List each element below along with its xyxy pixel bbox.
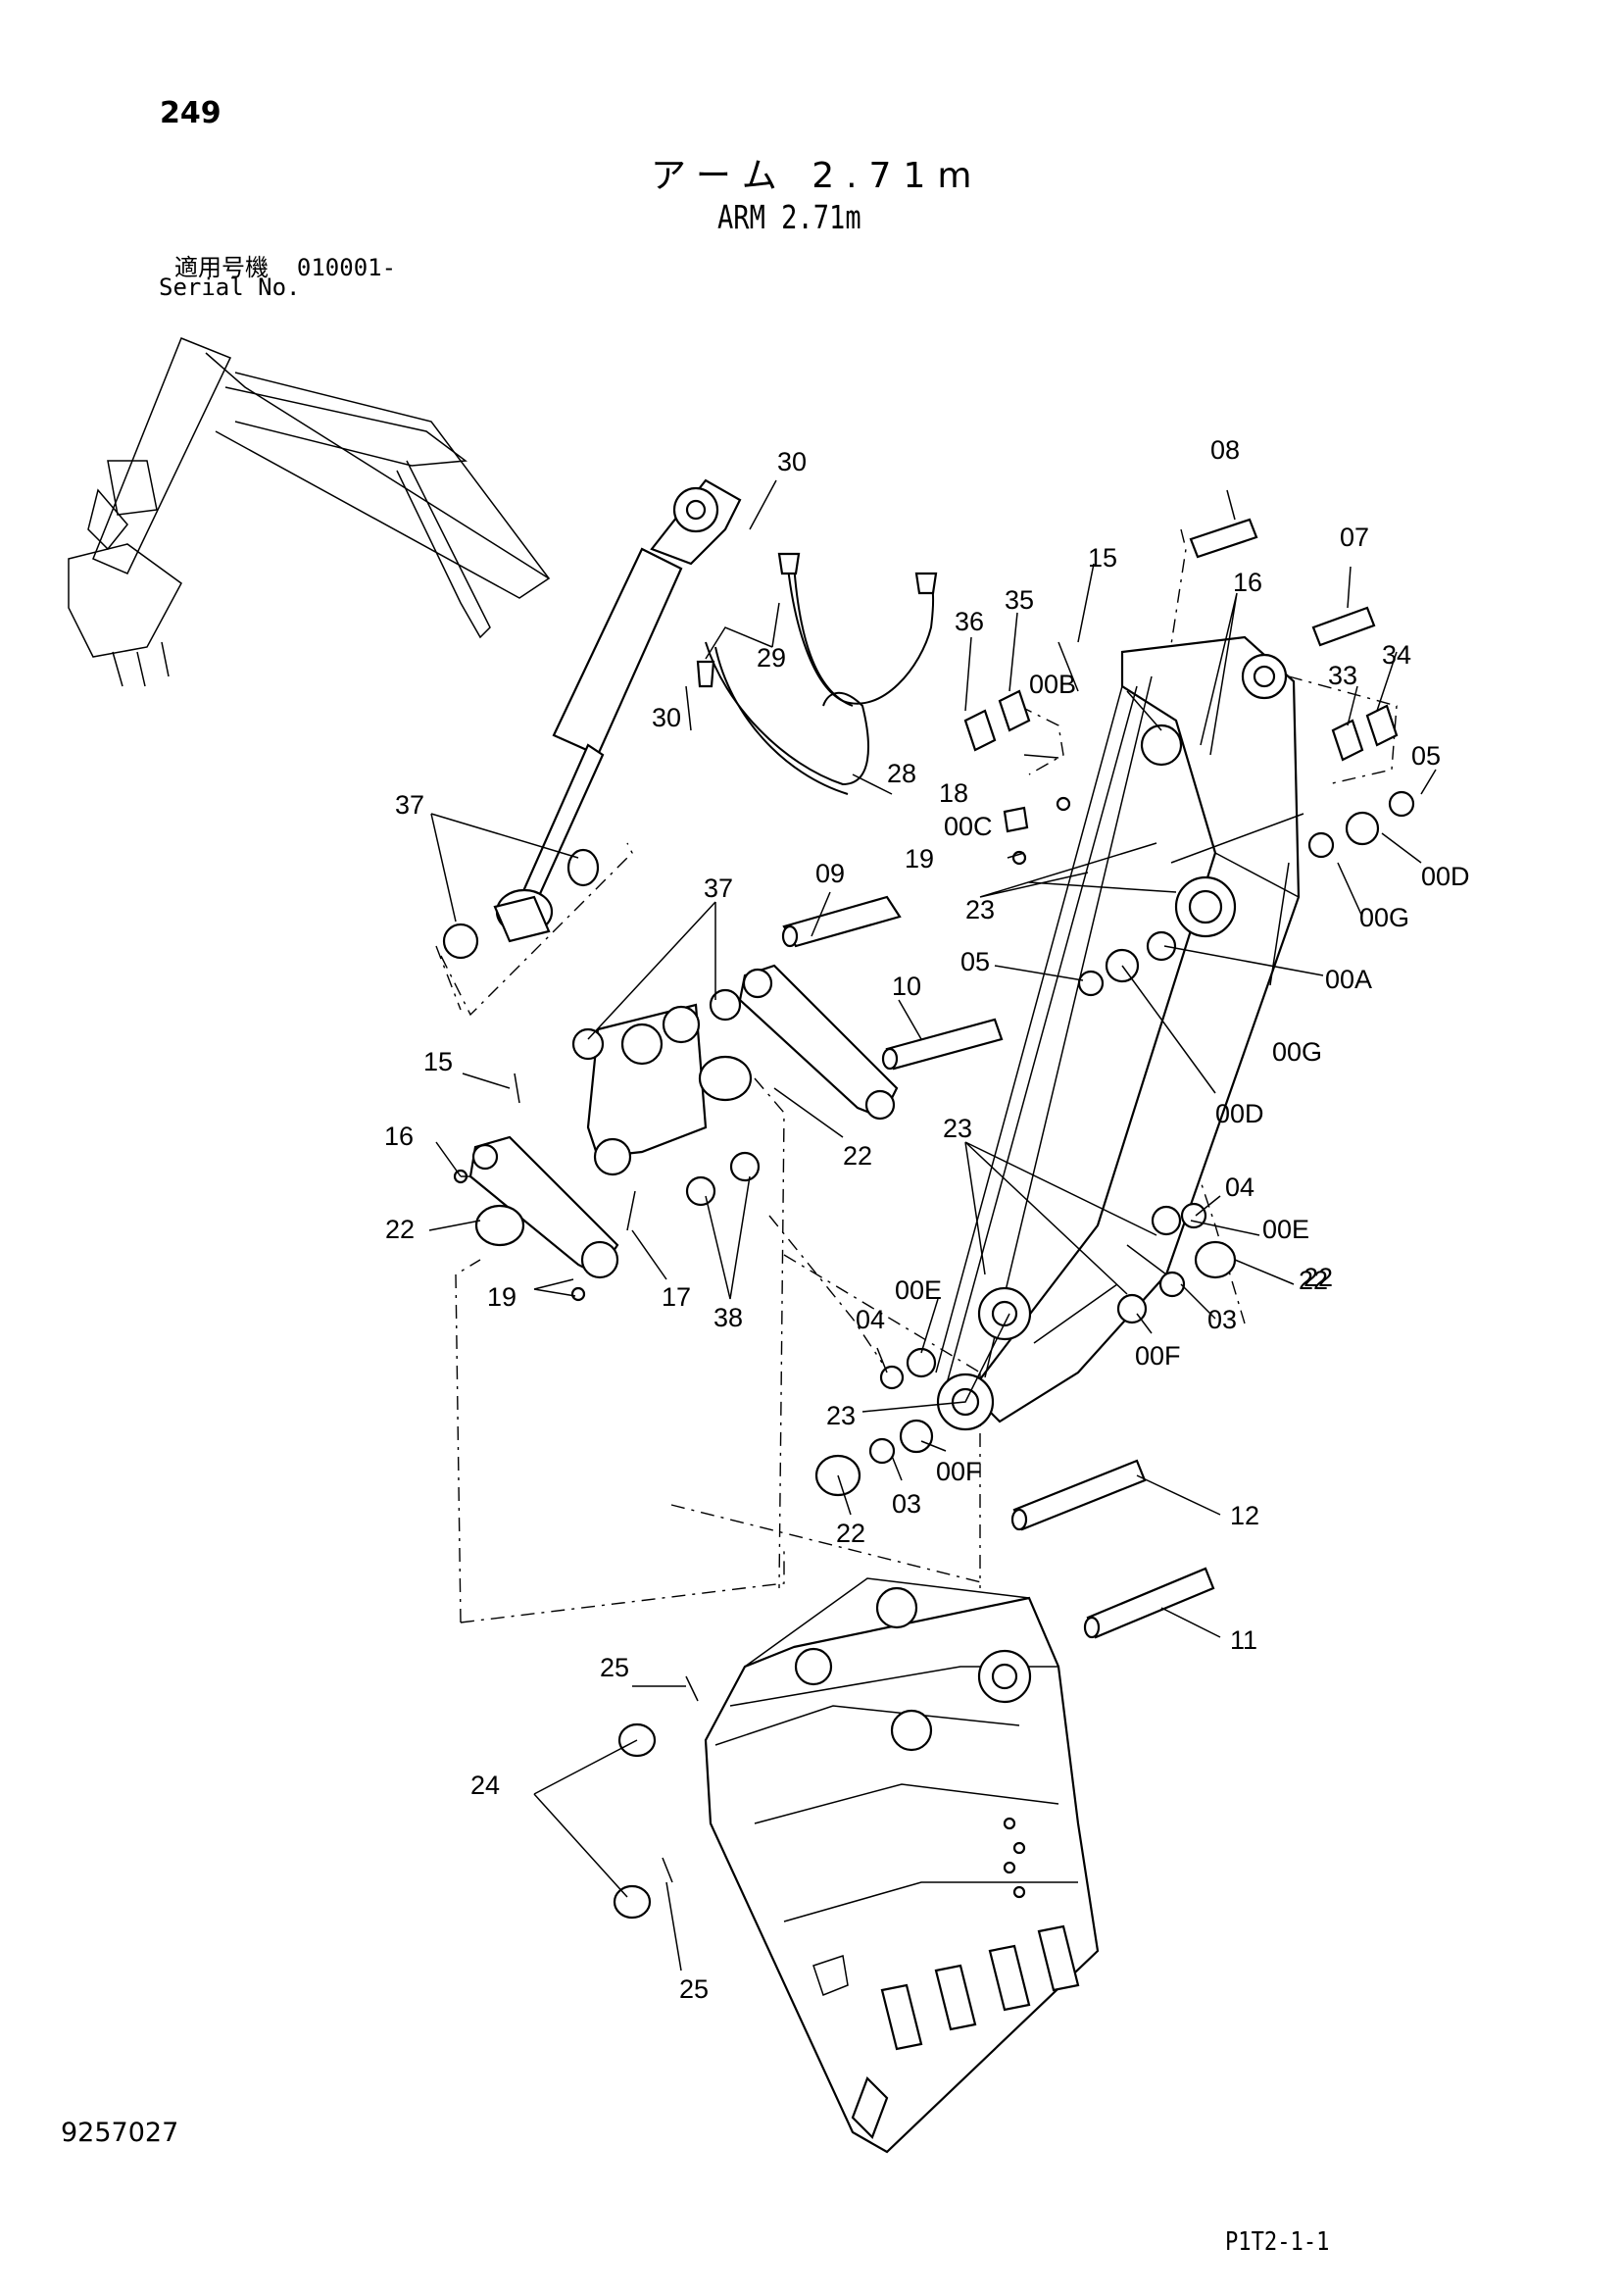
callout-24: 24 bbox=[470, 1771, 500, 1800]
callout-00F-left: 00F bbox=[936, 1457, 982, 1486]
callout-00B: 00B bbox=[1029, 670, 1076, 699]
callout-17: 17 bbox=[662, 1282, 691, 1312]
callout-34: 34 bbox=[1382, 640, 1411, 670]
hydraulic-hoses bbox=[696, 552, 938, 795]
serial-label-japanese: 適用号機 bbox=[174, 254, 269, 281]
callout-10: 10 bbox=[892, 972, 921, 1001]
callout-23-middle: 23 bbox=[943, 1114, 972, 1143]
callout-18: 18 bbox=[939, 778, 968, 808]
callout-23-top: 23 bbox=[965, 895, 995, 924]
callout-38: 38 bbox=[713, 1303, 743, 1332]
callout-28: 28 bbox=[887, 759, 916, 788]
callout-16-left: 16 bbox=[384, 1122, 414, 1151]
callout-30-top: 30 bbox=[777, 447, 807, 476]
callout-03-left: 03 bbox=[892, 1489, 921, 1519]
leader-lines bbox=[428, 479, 1437, 1972]
callout-35: 35 bbox=[1005, 585, 1034, 615]
callout-29: 29 bbox=[757, 643, 786, 673]
callout-16-top: 16 bbox=[1233, 568, 1262, 597]
callout-11: 11 bbox=[1230, 1625, 1257, 1655]
callout-15-left: 15 bbox=[423, 1047, 453, 1076]
callout-36: 36 bbox=[955, 607, 984, 636]
callout-04-right: 04 bbox=[1225, 1173, 1254, 1202]
title-english: ARM 2.71m bbox=[717, 198, 861, 236]
callout-00D-right: 00D bbox=[1421, 862, 1470, 891]
bucket bbox=[704, 1577, 1100, 2154]
callout-19-top: 19 bbox=[905, 844, 934, 873]
bucket-cylinder bbox=[493, 478, 742, 943]
callout-00E-right: 00E bbox=[1262, 1215, 1309, 1244]
callout-00G-right: 00G bbox=[1359, 903, 1409, 932]
callout-37-middle: 37 bbox=[704, 873, 733, 903]
callout-00E-left: 00E bbox=[895, 1275, 942, 1305]
serial-value: 010001- bbox=[296, 254, 397, 281]
callout-23-bottom: 23 bbox=[826, 1401, 856, 1430]
callout-00C: 00C bbox=[944, 812, 993, 841]
callout-25-bottom: 25 bbox=[679, 1974, 709, 2004]
callout-33: 33 bbox=[1328, 661, 1357, 690]
callout-03-right: 03 bbox=[1207, 1305, 1237, 1334]
document-number: 9257027 bbox=[61, 2118, 179, 2148]
callout-08: 08 bbox=[1210, 435, 1240, 465]
callout-00G-middle: 00G bbox=[1272, 1037, 1322, 1067]
callout-numbers: 30 08 15 07 16 36 35 34 33 29 00B 05 30 … bbox=[384, 435, 1470, 2004]
callout-30-left: 30 bbox=[652, 703, 681, 732]
excavator-overview-thumbnail bbox=[68, 337, 551, 687]
callout-22-bottom: 22 bbox=[836, 1519, 865, 1548]
callout-07: 07 bbox=[1340, 523, 1369, 552]
serial-line-japanese: 適用号機 010001- bbox=[174, 248, 396, 282]
callout-00A: 00A bbox=[1325, 965, 1372, 994]
arm-links bbox=[468, 964, 899, 1279]
callout-25-top: 25 bbox=[600, 1653, 629, 1682]
serial-label-english: Serial No. bbox=[159, 274, 301, 301]
page-code: P1T2-1-1 bbox=[1225, 2227, 1330, 2257]
callout-00F-right: 00F bbox=[1135, 1341, 1181, 1371]
callout-22-right-2: 22 bbox=[1303, 1263, 1333, 1292]
callout-15-top: 15 bbox=[1088, 543, 1117, 573]
callout-12: 12 bbox=[1230, 1501, 1259, 1530]
callout-05-right: 05 bbox=[1411, 741, 1441, 771]
callout-22-right: 22 bbox=[1299, 1266, 1328, 1295]
callout-37-left: 37 bbox=[395, 790, 424, 820]
callout-22-middle: 22 bbox=[843, 1141, 872, 1171]
callout-22-left: 22 bbox=[385, 1215, 415, 1244]
page-number: 249 bbox=[160, 96, 221, 130]
callout-00D-middle: 00D bbox=[1215, 1099, 1264, 1128]
callout-09: 09 bbox=[815, 859, 845, 888]
callout-05-middle: 05 bbox=[960, 947, 990, 976]
title-japanese: アーム 2.71m bbox=[651, 156, 984, 196]
callout-19-bottom: 19 bbox=[487, 1282, 516, 1312]
callout-04-left: 04 bbox=[856, 1305, 885, 1334]
